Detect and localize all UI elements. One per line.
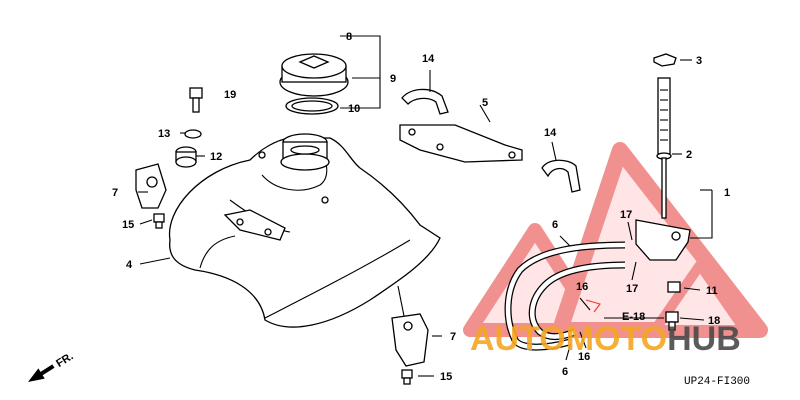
bolt-15-left <box>153 213 165 229</box>
bolt-15-bottom <box>401 369 413 385</box>
watermark-moto: MOTO <box>566 320 667 358</box>
fuel-cap <box>279 53 349 97</box>
callout-8: 8 <box>346 31 352 43</box>
front-marker-text: FR. <box>54 350 75 370</box>
callout-16-top: 16 <box>576 281 588 293</box>
collar-13 <box>184 129 202 139</box>
callout-12: 12 <box>210 151 222 163</box>
watermark-auto: AUTO <box>470 320 566 358</box>
vent-hose-inner <box>130 29 324 139</box>
callout-6-bottom: 6 <box>562 366 568 378</box>
callout-7-bottom: 7 <box>450 331 456 343</box>
watermark-logo-triangles <box>463 142 768 338</box>
callout-1: 1 <box>724 187 730 199</box>
tank-bracket-5 <box>399 124 523 163</box>
fuel-valve-assembly <box>635 77 691 293</box>
mount-rubber-7-bottom <box>391 313 429 367</box>
callout-10: 10 <box>348 103 360 115</box>
callout-9: 9 <box>390 73 396 85</box>
callout-14-top: 14 <box>422 53 435 65</box>
callout-3: 3 <box>696 55 702 67</box>
callout-17-top: 17 <box>620 209 632 221</box>
svg-text:AUTOMOTOHUB: AUTOMOTOHUB <box>470 320 741 358</box>
grommet-12 <box>175 146 197 168</box>
callout-13: 13 <box>158 128 170 140</box>
callout-14-right: 14 <box>544 127 557 139</box>
washer-3 <box>653 53 677 67</box>
front-direction-marker: FR. <box>28 350 76 382</box>
callout-19: 19 <box>224 89 236 101</box>
fuel-lines <box>504 241 626 351</box>
callout-7-left: 7 <box>112 187 118 199</box>
callout-11: 11 <box>706 285 718 297</box>
callout-4: 4 <box>126 259 133 271</box>
leader-lines <box>138 35 713 377</box>
clip-14-right <box>541 159 581 193</box>
callout-15-left: 15 <box>122 219 134 231</box>
callout-17-bottom: 17 <box>626 283 638 295</box>
clip-14-top <box>401 88 449 115</box>
watermark-text: AUTOMOTOHUB <box>470 320 741 358</box>
callout-18: 18 <box>708 315 720 327</box>
watermark-hub: HUB <box>667 320 741 358</box>
bolt-19 <box>189 87 203 113</box>
reference-label-e18: E-18 <box>622 311 645 323</box>
callout-labels: 1 2 3 4 5 6 6 7 7 8 9 10 11 12 13 14 14 … <box>112 31 730 383</box>
callout-2: 2 <box>686 149 692 161</box>
callout-5: 5 <box>482 97 488 109</box>
callout-6-top: 6 <box>552 219 558 231</box>
bolt-18 <box>665 311 679 331</box>
callout-15-bottom: 15 <box>440 371 452 383</box>
drawing-code: UP24-FI300 <box>684 376 750 388</box>
callout-16-bottom: 16 <box>578 351 590 363</box>
fuel-tank <box>168 133 441 328</box>
